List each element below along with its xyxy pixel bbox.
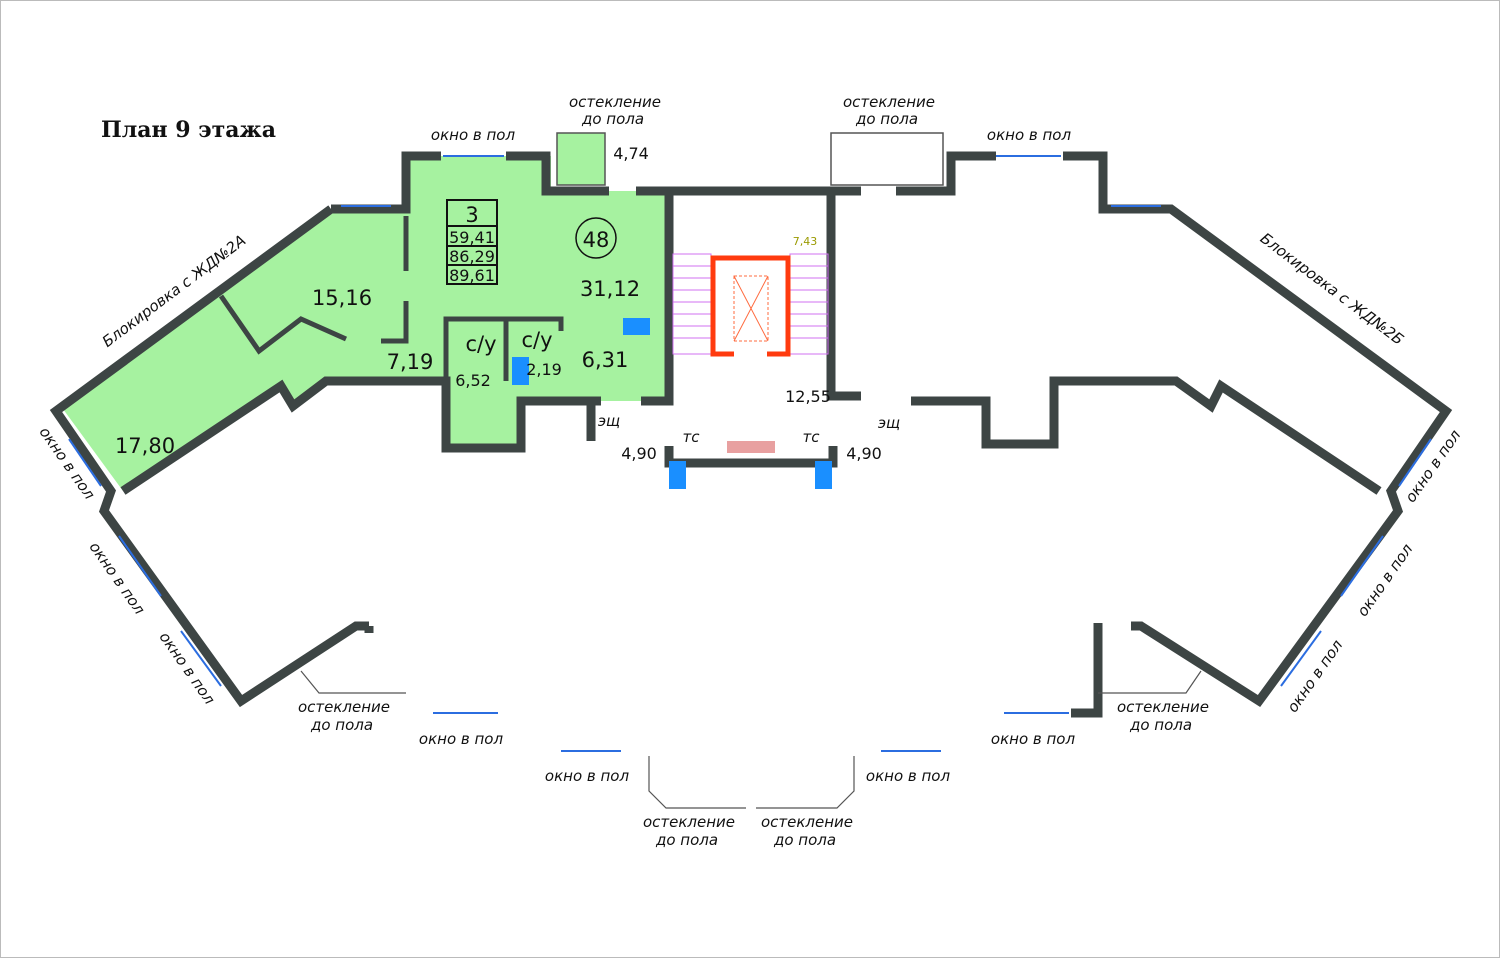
- wall-center: [664, 446, 838, 468]
- wall-bath: [443, 316, 564, 381]
- bath-2-area: 2,19: [526, 360, 562, 379]
- window-label-bottom-4: окно в пол: [991, 730, 1076, 748]
- wall-stair-left: [636, 186, 674, 406]
- apartment-48-area[interactable]: [63, 156, 666, 491]
- window-label-bottom-2: окно в пол: [545, 767, 630, 785]
- window-label-bottom-1: окно в пол: [419, 730, 504, 748]
- glazing-bottom-left: [648, 756, 746, 809]
- lobby-right-area: 4,90: [846, 444, 882, 463]
- stairs: [672, 253, 829, 355]
- total-area: 86,29: [449, 247, 495, 266]
- wall-right-top2: [1063, 151, 1453, 708]
- glazing-label-bottom-left: остекление: [643, 813, 735, 831]
- wall-room-15: [218, 294, 348, 355]
- esh-left: эщ: [598, 412, 620, 430]
- wall-left-wing: [49, 205, 369, 708]
- elevator-shaft: [710, 255, 791, 357]
- stair-mark: 7,43: [793, 235, 818, 248]
- wall-lower-right: [1071, 623, 1103, 718]
- living-room-area: 31,12: [580, 277, 640, 301]
- glazing-label-top-left: остекление: [569, 93, 661, 111]
- glazing-label-top-right: остекление: [843, 93, 935, 111]
- apartment-info-box: [446, 199, 498, 285]
- wall-right-top: [896, 151, 996, 196]
- bath-1-area: 6,52: [455, 371, 491, 390]
- glazing-right: [1098, 670, 1202, 694]
- windows: [68, 155, 1432, 752]
- window-label-bottom-3: окно в пол: [866, 767, 951, 785]
- glazing-label-bottom-right: остекление: [761, 813, 853, 831]
- hall-area: 7,19: [387, 350, 434, 374]
- wall-stair-right: [826, 186, 861, 401]
- stair-hall-area: 12,55: [785, 387, 831, 406]
- wall-apt48-top2: [506, 151, 609, 196]
- glazing-label-left-2: до пола: [310, 716, 373, 734]
- tc-left: тс: [683, 428, 701, 446]
- room-area-17: 17,80: [115, 434, 175, 458]
- glazing-label-bottom-left-2: до пола: [655, 831, 718, 849]
- rooms-count: 3: [465, 203, 478, 227]
- balcony-area: 4,74: [613, 144, 649, 163]
- window-label-top-right: окно в пол: [987, 126, 1072, 144]
- nook-area: 6,31: [582, 348, 629, 372]
- total-with-balcony: 89,61: [449, 266, 495, 285]
- glazing-bottom-right: [756, 756, 855, 809]
- glazing-label-top-left-2: до пола: [581, 110, 644, 128]
- wall-right-inner: [911, 376, 1382, 495]
- page-title: План 9 этажа: [101, 117, 276, 143]
- room-area-15: 15,16: [312, 286, 372, 310]
- living-area: 59,41: [449, 228, 495, 247]
- glazing-label-left: остекление: [298, 698, 390, 716]
- glazing-label-bottom-right-2: до пола: [773, 831, 836, 849]
- utility-risers: [512, 318, 832, 489]
- wall-apt48-top: [331, 151, 441, 214]
- lobby-left-area: 4,90: [621, 444, 657, 463]
- bath-1-label: с/у: [465, 332, 496, 356]
- wall-room-divider-2: [381, 301, 409, 344]
- glazing-label-top-right-2: до пола: [855, 110, 918, 128]
- right-balcony: [830, 132, 944, 186]
- apartment-48-balcony[interactable]: [556, 132, 606, 186]
- esh-right: эщ: [878, 414, 900, 432]
- glazing-left: [300, 670, 406, 694]
- bath-2-label: с/у: [521, 328, 552, 352]
- apartment-number: 48: [583, 228, 610, 252]
- apartment-number-circle: [575, 217, 617, 259]
- glazing-label-right: остекление: [1117, 698, 1209, 716]
- tc-right: тс: [803, 428, 821, 446]
- window-label-top-left: окно в пол: [431, 126, 516, 144]
- glazing-label-right-2: до пола: [1129, 716, 1192, 734]
- window-label-left-2: окно в пол: [86, 538, 149, 618]
